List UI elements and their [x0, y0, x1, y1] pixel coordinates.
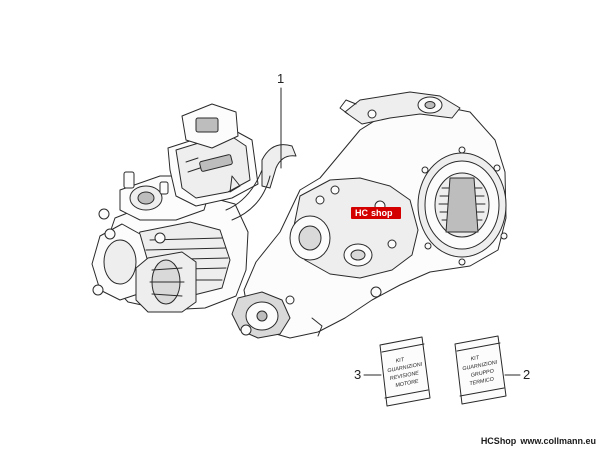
- callout-2: 2: [504, 367, 530, 382]
- hcshop-watermark: HC shop: [351, 207, 401, 219]
- credit-brand: HCShop: [480, 436, 517, 446]
- cover-grille: [438, 177, 486, 233]
- engine-drawing-icon: [91, 91, 508, 339]
- kit-left-line-4: MOTORE: [395, 379, 420, 389]
- callout-number-2: 2: [523, 367, 530, 382]
- gasket-packet-icon: [379, 336, 431, 407]
- kit-right-line-3: GRUPPO: [470, 368, 495, 379]
- gasket-kit-right: KIT GUARNIZIONI GRUPPO TERMICO: [454, 335, 507, 405]
- callout-number-1: 1: [277, 71, 284, 86]
- callout-number-3: 3: [354, 367, 361, 382]
- gasket-kit-left: KIT GUARNIZIONI REVISIONE MOTORE: [379, 336, 431, 407]
- watermark-hc: HC: [355, 208, 368, 218]
- credit-url[interactable]: www.collmann.eu: [520, 436, 596, 446]
- watermark-shop: shop: [371, 208, 393, 218]
- callout-3: 3: [354, 367, 382, 382]
- kit-right-line-4: TERMICO: [469, 376, 495, 387]
- kit-left-line-3: REVISIONE: [389, 370, 419, 382]
- callout-1: 1: [277, 71, 284, 169]
- gasket-packet-icon: [454, 335, 507, 405]
- kit-right-line-1: KIT: [470, 355, 480, 363]
- cover-bolts: [421, 146, 508, 266]
- kit-left-line-1: KIT: [395, 357, 405, 365]
